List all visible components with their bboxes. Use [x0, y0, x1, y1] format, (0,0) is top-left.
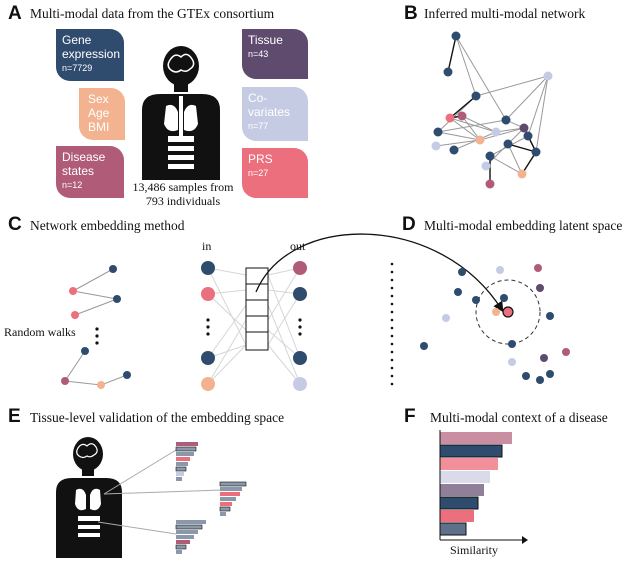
card-disease-count: n=12: [62, 180, 83, 190]
panel-e-label: E: [8, 406, 21, 427]
card-demographics: Sex Age BMI: [79, 88, 125, 140]
panel-f-title: Multi-modal context of a disease: [430, 410, 608, 425]
nn-out-label: out: [290, 239, 306, 253]
card-tissue: Tissue n=43: [242, 29, 308, 79]
card-gene-line2: expression: [62, 47, 121, 61]
panel-f-label: F: [404, 406, 416, 427]
card-gene-line1: Gene: [62, 33, 92, 47]
card-disease-line2: states: [62, 164, 95, 178]
card-demo-line3: BMI: [88, 120, 110, 134]
disease-similarity-chart: [439, 430, 528, 544]
card-demo-line2: Age: [88, 106, 110, 120]
card-cov-count: n=77: [248, 121, 269, 131]
samples-caption: 13,486 samples from 793 individuals: [131, 180, 235, 208]
card-gene-expression: Gene expression n=7729: [56, 29, 124, 81]
card-disease-states: Disease states n=12: [56, 146, 124, 198]
latent-space-plot: [390, 262, 570, 386]
bar-stack-3: [175, 520, 206, 554]
panel-a-label: A: [8, 3, 22, 24]
card-cov-line2: variates: [248, 105, 291, 119]
multimodal-network: [431, 31, 553, 189]
card-prs-count: n=27: [248, 168, 269, 178]
card-tissue-count: n=43: [248, 49, 269, 59]
panel-b-label: B: [404, 3, 418, 24]
panel-a-title: Multi-modal data from the GTEx consortiu…: [30, 6, 275, 21]
samples-line1: 13,486 samples from: [132, 180, 234, 194]
human-body-icon: [142, 46, 220, 180]
card-cov-line1: Co-: [248, 91, 268, 105]
panel-b-title: Inferred multi-modal network: [424, 6, 586, 21]
samples-line2: 793 individuals: [145, 194, 221, 208]
card-covariates: Co- variates n=77: [242, 87, 308, 141]
card-tissue-line1: Tissue: [248, 33, 283, 47]
card-disease-line1: Disease: [62, 150, 106, 164]
bar-stack-1: [175, 442, 198, 481]
card-gene-count: n=7729: [62, 63, 93, 73]
neural-network-diagram: [201, 261, 307, 391]
panel-d-label: D: [402, 214, 416, 235]
bar-stack-2: [219, 481, 247, 516]
panel-d-title: Multi-modal embedding latent space: [424, 218, 623, 233]
embedding-arrow: [255, 233, 504, 313]
similarity-axis-label: Similarity: [450, 543, 498, 557]
card-demo-line1: Sex: [88, 92, 109, 106]
panel-c-label: C: [8, 214, 22, 235]
random-walks-label: Random walks: [4, 325, 76, 339]
tissue-validation-diagram: [56, 437, 247, 558]
random-walk-graphs: [61, 265, 131, 389]
panel-c-title: Network embedding method: [30, 218, 185, 233]
card-prs: PRS n=27: [242, 148, 308, 198]
panel-e-title: Tissue-level validation of the embedding…: [30, 410, 285, 425]
card-prs-line1: PRS: [248, 152, 273, 166]
nn-in-label: in: [202, 239, 212, 253]
